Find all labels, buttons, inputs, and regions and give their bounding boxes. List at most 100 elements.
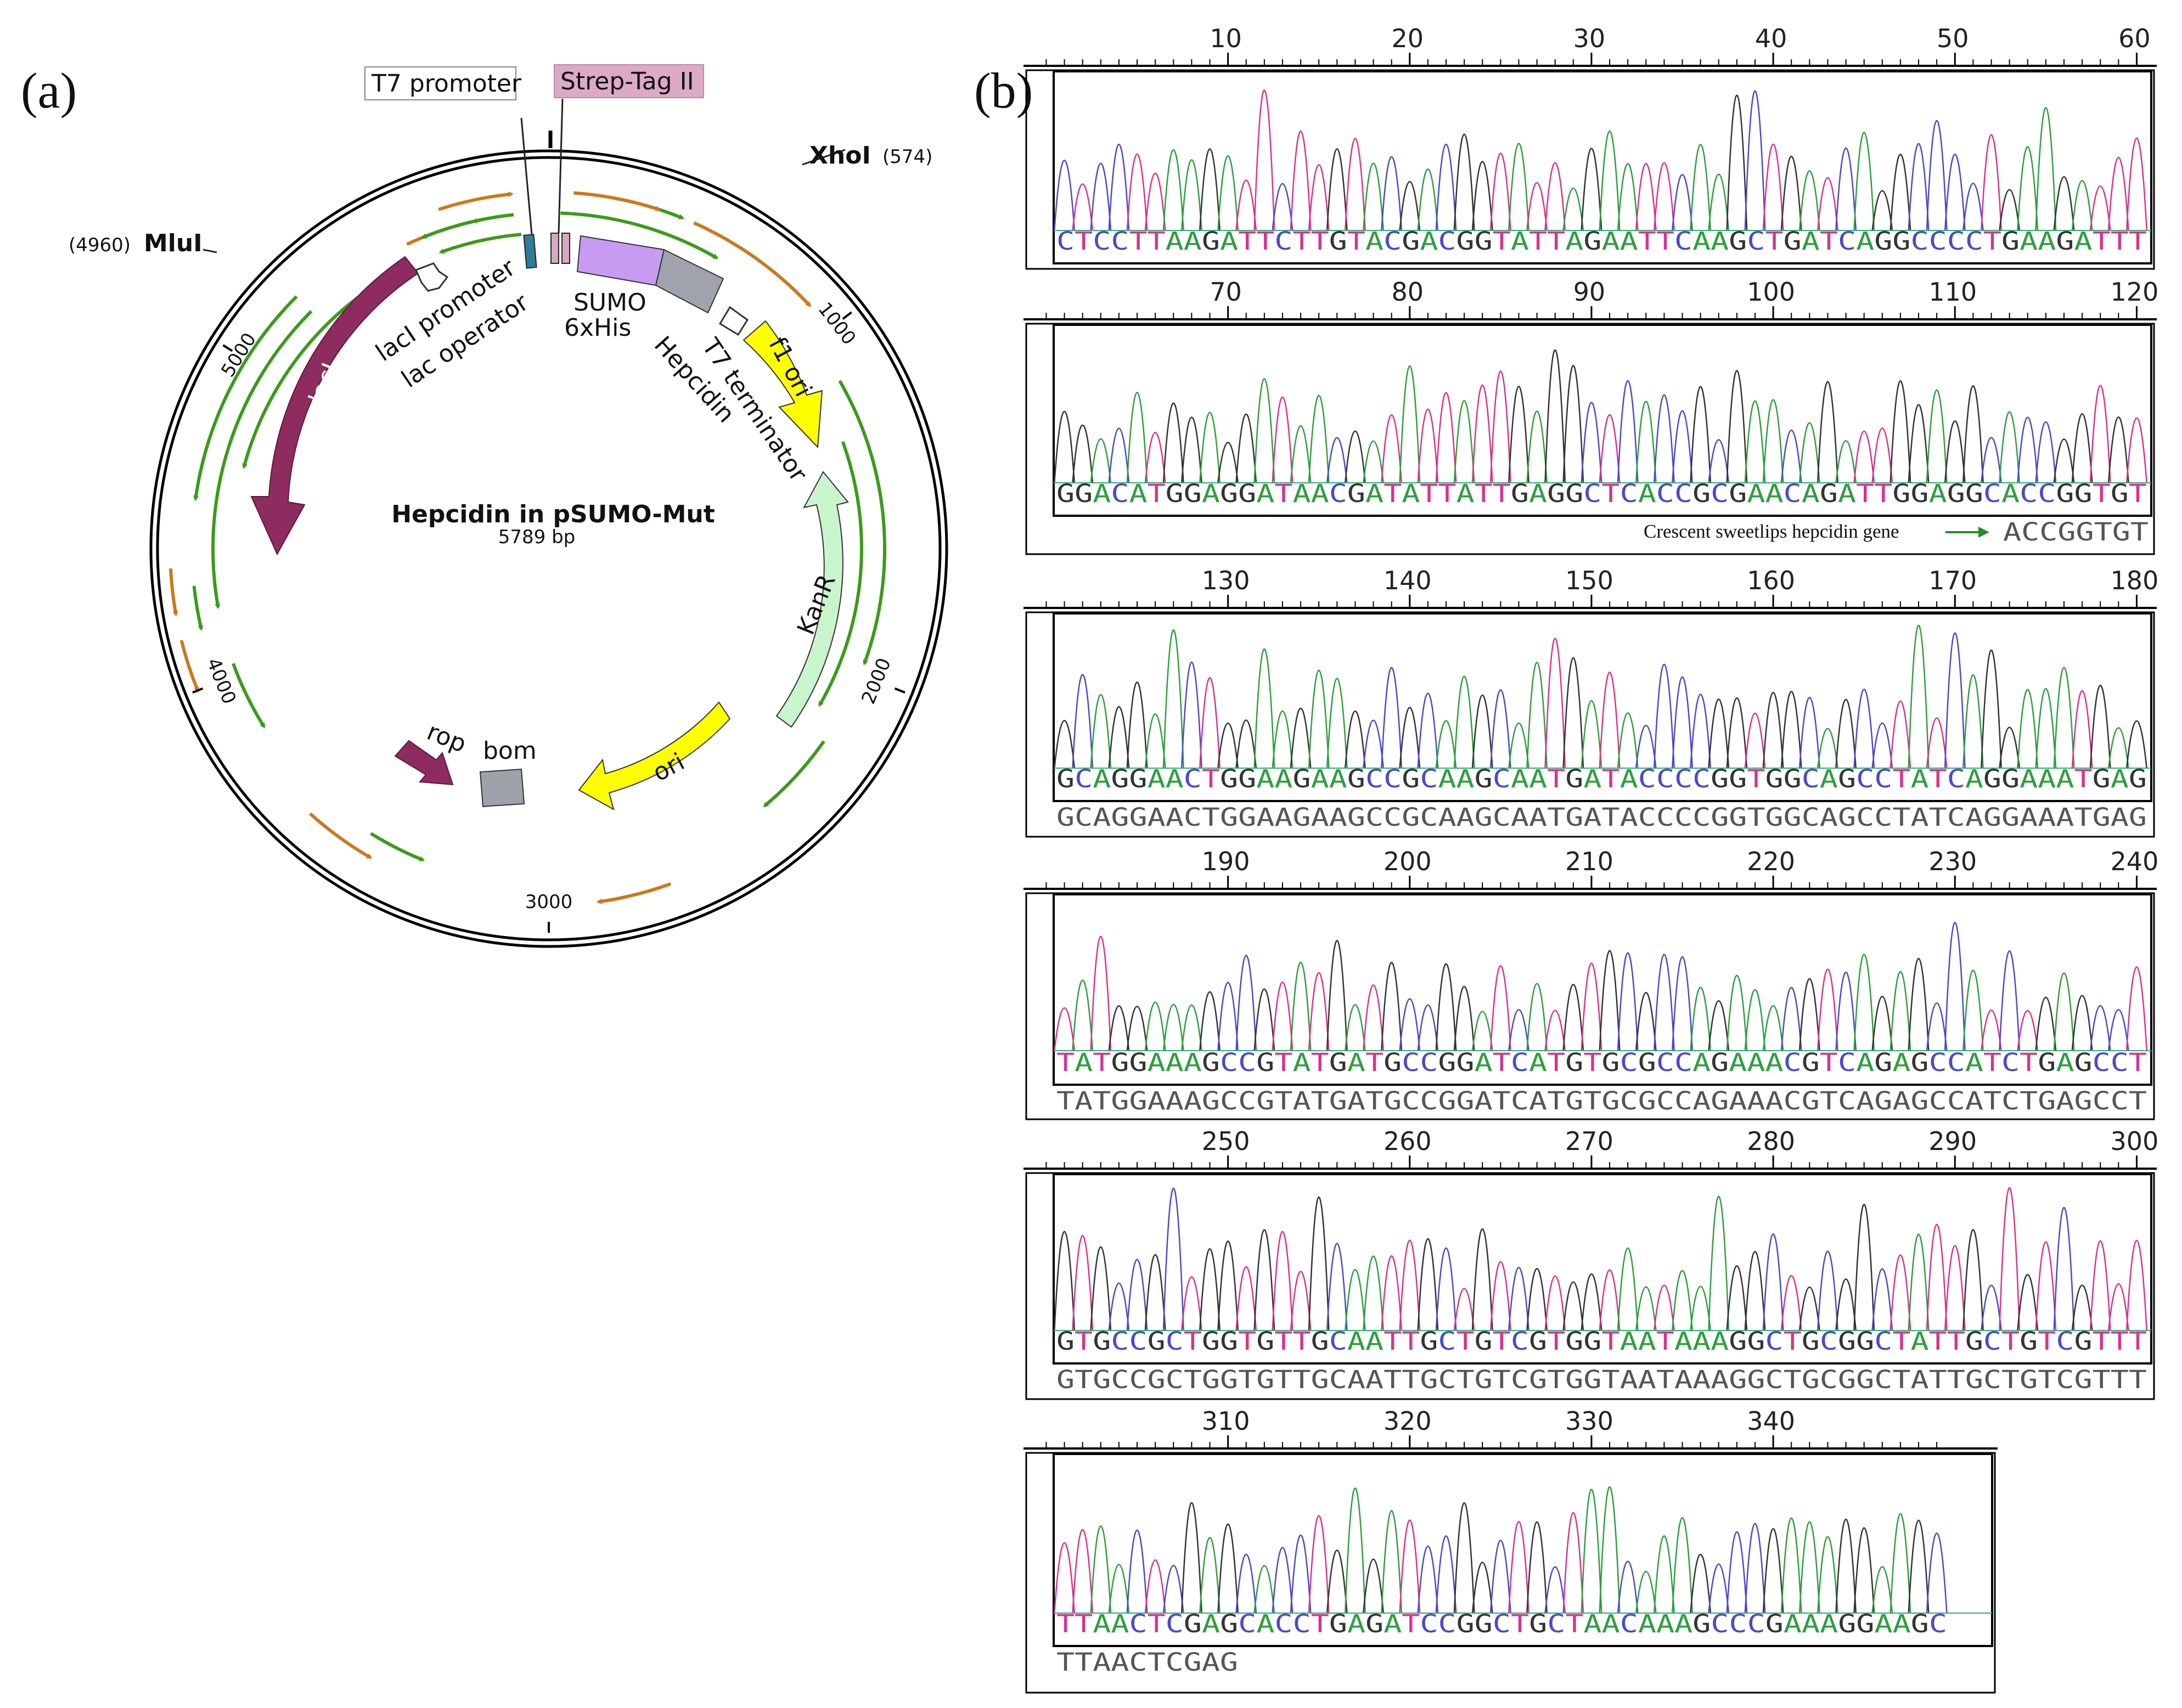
base-call: A: [1802, 479, 1820, 508]
base-call: C: [1856, 764, 1874, 793]
his-label: 6xHis: [564, 314, 631, 342]
trace-peak: [1489, 965, 1511, 1051]
trace-peak: [2035, 421, 2057, 483]
trace-peak: [1926, 1532, 1948, 1614]
panel-b-label: (b): [974, 63, 1033, 119]
trace-peak: [1199, 1537, 1221, 1614]
trace-peak: [1544, 162, 1566, 231]
base-call: G: [2129, 764, 2147, 793]
trace-peak: [1417, 1004, 1439, 1051]
map-tick-label: 1000: [813, 298, 860, 350]
trace-peak: [1798, 170, 1820, 231]
trace-frame: [1053, 1453, 1993, 1647]
trace-peak: [1126, 153, 1148, 231]
trace-peak: [1762, 143, 1784, 231]
base-call: G: [1475, 1609, 1493, 1638]
trace-peak: [1653, 1284, 1675, 1331]
base-call: G: [1565, 764, 1583, 793]
base-call: A: [1965, 764, 1983, 793]
trace-peak: [1180, 1502, 1202, 1614]
trace-peak: [1908, 143, 1930, 231]
trace-peak: [1199, 148, 1221, 231]
trace-peak: [1672, 174, 1693, 231]
base-call: T: [1602, 1327, 1620, 1356]
orf-arc: [838, 380, 886, 666]
base-call: T: [1456, 1327, 1475, 1356]
base-call: G: [1475, 764, 1493, 793]
trace-peak: [1508, 143, 1529, 231]
trace-peak: [1217, 442, 1239, 483]
base-call: T: [1493, 227, 1511, 256]
trace-peak: [1162, 1188, 1184, 1331]
base-call: A: [1511, 227, 1529, 256]
xhoi-pos: (574): [882, 146, 932, 168]
trace-peak: [1853, 689, 1875, 769]
ruler-label: 230: [1928, 847, 1977, 876]
trace-peak: [1999, 726, 2021, 769]
trace-peak: [1853, 1527, 1875, 1614]
trace-peak: [1253, 89, 1275, 231]
trace-peak: [1072, 1529, 1094, 1614]
base-call: C: [2038, 479, 2056, 508]
strep-tag-label: Strep-Tag II: [560, 67, 694, 95]
trace-peak: [1798, 1287, 1820, 1331]
gene-note: Crescent sweetlips hepcidin gene: [1644, 521, 1899, 542]
base-call: A: [1820, 1609, 1838, 1638]
base-call: G: [1874, 1048, 1892, 1077]
trace-peak: [1508, 1266, 1529, 1331]
base-call: C: [1511, 1048, 1529, 1077]
ruler-label: 280: [1747, 1126, 1795, 1156]
ruler-label: 300: [2111, 1126, 2159, 1156]
base-call: C: [1983, 479, 2001, 508]
trace-peak: [1489, 370, 1511, 483]
base-call: A: [1856, 1048, 1874, 1077]
base-call: G: [2001, 227, 2020, 256]
feature-laci: lacI: [250, 256, 419, 556]
trace-peak: [1435, 720, 1457, 769]
base-call: G: [1329, 1048, 1347, 1077]
base-call: A: [1093, 764, 1111, 793]
trace-peak: [1162, 1564, 1184, 1614]
trace-peak: [1180, 159, 1202, 231]
trace-peak: [1599, 672, 1621, 769]
trace-peak: [1199, 412, 1221, 483]
base-call: A: [1838, 479, 1856, 508]
trace-peak: [1363, 1255, 1385, 1331]
trace-peak: [1199, 1248, 1221, 1331]
trace-peak: [2089, 185, 2111, 231]
trace-peak: [1871, 722, 1893, 769]
base-call: A: [1529, 479, 1547, 508]
base-call: A: [1093, 1609, 1111, 1638]
base-call: T: [1547, 227, 1565, 256]
base-call: G: [1765, 764, 1784, 793]
base-call: C: [1674, 479, 1692, 508]
base-call: T: [1402, 1609, 1420, 1638]
ruler-label: 330: [1565, 1406, 1613, 1436]
trace-peak: [1054, 720, 1076, 769]
base-call: T: [1075, 1327, 1093, 1356]
base-call: A: [1347, 1609, 1365, 1638]
trace-peak: [1835, 699, 1857, 769]
ruler-label: 270: [1565, 1126, 1613, 1156]
base-call: A: [1365, 227, 1384, 256]
base-call: G: [1220, 479, 1238, 508]
t7-promoter-mark: [523, 234, 537, 269]
trace-peak: [1690, 1286, 1712, 1331]
map-tick: [192, 687, 204, 694]
orf-arc: [560, 211, 719, 260]
base-call: C: [1111, 479, 1129, 508]
base-call: T: [1365, 1048, 1384, 1077]
trace-peak: [1272, 183, 1294, 231]
plasmid-name: Hepcidin in pSUMO-Mut: [391, 500, 715, 528]
trace-peak: [1726, 974, 1748, 1051]
trace-peak: [1217, 155, 1239, 231]
base-call: G: [1075, 479, 1093, 508]
trace-peak: [1817, 1536, 1838, 1614]
ori-arrow: [578, 701, 731, 811]
feature-t7-promoter-box: [520, 117, 537, 269]
base-call: G: [1638, 1048, 1656, 1077]
trace-peak: [1817, 968, 1838, 1051]
trace-peak: [2107, 1009, 2129, 1051]
base-call: A: [1075, 1048, 1093, 1077]
